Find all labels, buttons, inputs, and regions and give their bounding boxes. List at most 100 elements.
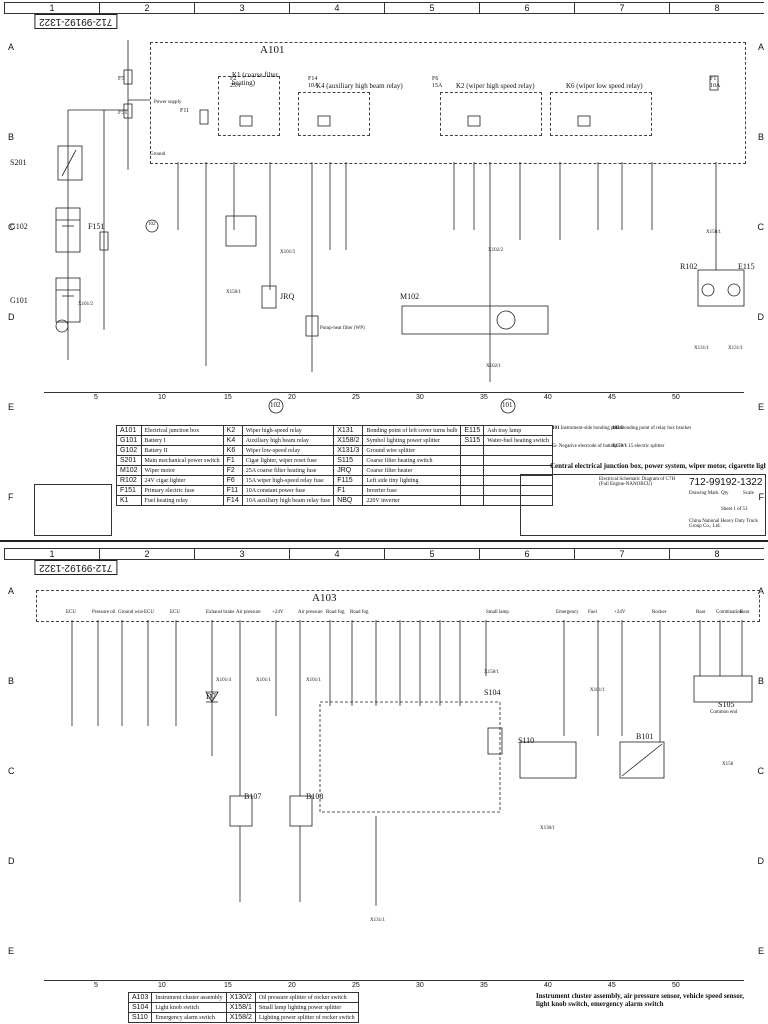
legend-desc: Symbol lighting power splitter xyxy=(362,435,462,446)
legend-code xyxy=(460,495,485,506)
legend-code: K4 xyxy=(222,435,243,446)
legend-desc: Lighting power splitter of rocker switch xyxy=(254,1012,359,1023)
legend-desc: Small lamp lighting power splitter xyxy=(254,1002,359,1013)
legend-code: F14 xyxy=(222,495,243,506)
relay-k4 xyxy=(298,92,370,136)
relay-k1-label: K1 (coarse filter heating) xyxy=(232,71,278,87)
legend-code: F6 xyxy=(222,475,243,486)
component-g101: G101 xyxy=(10,296,28,305)
row-label: C xyxy=(8,222,15,232)
legend-code: R102 xyxy=(116,475,142,486)
legend-desc: Instrument cluster assembly xyxy=(151,992,227,1003)
legend-code: A101 xyxy=(116,425,142,436)
legend-desc xyxy=(483,445,553,456)
row-label: B xyxy=(8,132,15,142)
legend-desc: 220V inverter xyxy=(362,495,462,506)
component-s105: S105 xyxy=(718,700,735,709)
row-label: A xyxy=(8,42,15,52)
legend-desc xyxy=(483,495,553,506)
module-label: A103 xyxy=(312,592,337,604)
legend-code: M102 xyxy=(116,465,142,476)
legend-code: NBQ xyxy=(333,495,364,506)
component-b107: B107 xyxy=(244,792,262,801)
note-102: 102 Bonding point of relay box bracket xyxy=(612,426,691,431)
legend-code: X158/2 xyxy=(225,1012,256,1023)
legend-code: F1 xyxy=(333,485,364,496)
legend-desc: 24V cigar lighter xyxy=(140,475,224,486)
legend-code: E115 xyxy=(460,425,485,436)
legend-code: X158/1 xyxy=(225,1002,256,1013)
sheet-2-title: Instrument cluster assembly, air pressur… xyxy=(536,992,744,1008)
component-f151: F151 xyxy=(88,222,105,231)
legend-code: S201 xyxy=(116,455,142,466)
relay-k1 xyxy=(218,76,280,136)
row-label: D xyxy=(8,312,15,322)
relay-k2 xyxy=(440,92,542,136)
legend-desc: 15A wiper high-speed relay fuse xyxy=(241,475,335,486)
legend-desc: Main mechanical power switch xyxy=(140,455,224,466)
legend-desc: Oil pressure splitter of rocker switch xyxy=(254,992,359,1003)
legend-code xyxy=(460,455,485,466)
component-b108: B108 xyxy=(306,792,324,801)
legend-code: X131/3 xyxy=(333,445,364,456)
legend-desc: Wiper low-speed relay xyxy=(241,445,335,456)
note-x150: X150/1 15 electric splitter xyxy=(612,444,665,449)
schematic-wiring-1 xyxy=(55,40,745,414)
legend-desc: Wiper high-speed relay xyxy=(241,425,335,436)
row-label: F xyxy=(8,492,14,502)
component-jrq: JRQ xyxy=(280,292,295,301)
legend-code: X131 xyxy=(333,425,364,436)
legend-desc: Coarse filter heating switch xyxy=(362,455,462,466)
legend-desc: Battery I xyxy=(140,435,224,446)
legend-desc: Electrical junction box xyxy=(140,425,224,436)
legend-code: S104 xyxy=(127,1002,153,1013)
legend-desc: Primary electric fuse xyxy=(140,485,224,496)
module-label: A101 xyxy=(260,44,285,56)
legend-code: JRQ xyxy=(333,465,364,476)
sheet-1-title: Central electrical junction box, power s… xyxy=(550,462,766,470)
title-block-1: Electrical Schematic Diagram of C7H (Ful… xyxy=(520,474,766,536)
component-g102: G102 xyxy=(10,222,28,231)
legend-desc: Emergency alarm switch xyxy=(151,1012,227,1023)
legend-code: S115 xyxy=(333,455,364,466)
legend-code: K1 xyxy=(116,495,142,506)
component-e115: E115 xyxy=(738,262,755,271)
legend-code: F1 xyxy=(222,455,243,466)
legend-desc: Battery II xyxy=(140,445,224,456)
legend-code: S115 xyxy=(460,435,485,446)
legend-code: X158/2 xyxy=(333,435,364,446)
legend-desc: Ground wire splitter xyxy=(362,445,462,456)
note-g-minus: G- Negative electrode of battery xyxy=(552,444,617,449)
relay-k2-label: K2 (wiper high speed relay) xyxy=(456,82,535,90)
legend-desc: Bonding point of left cover turns bulb xyxy=(362,425,462,436)
note-101: 101 Instrument-side bonding points xyxy=(552,426,624,431)
revision-block-1 xyxy=(34,484,112,536)
legend-desc: Ash tray lamp xyxy=(483,425,553,436)
schematic-wiring-2 xyxy=(71,620,753,906)
legend-desc: Wiper motor xyxy=(140,465,224,476)
legend-code: F151 xyxy=(116,485,142,496)
legend-code xyxy=(460,465,485,476)
component-b101: B101 xyxy=(636,732,654,741)
legend-desc: Light knob switch xyxy=(151,1002,227,1013)
legend-code xyxy=(460,485,485,496)
legend-desc xyxy=(483,455,553,466)
component-s110: S110 xyxy=(518,736,535,745)
legend-code xyxy=(460,475,485,486)
component-s201: S201 xyxy=(10,158,27,167)
legend-code xyxy=(460,445,485,456)
legend-code: K6 xyxy=(222,445,243,456)
legend-desc: 10A auxiliary high beam relay fuse xyxy=(241,495,335,506)
